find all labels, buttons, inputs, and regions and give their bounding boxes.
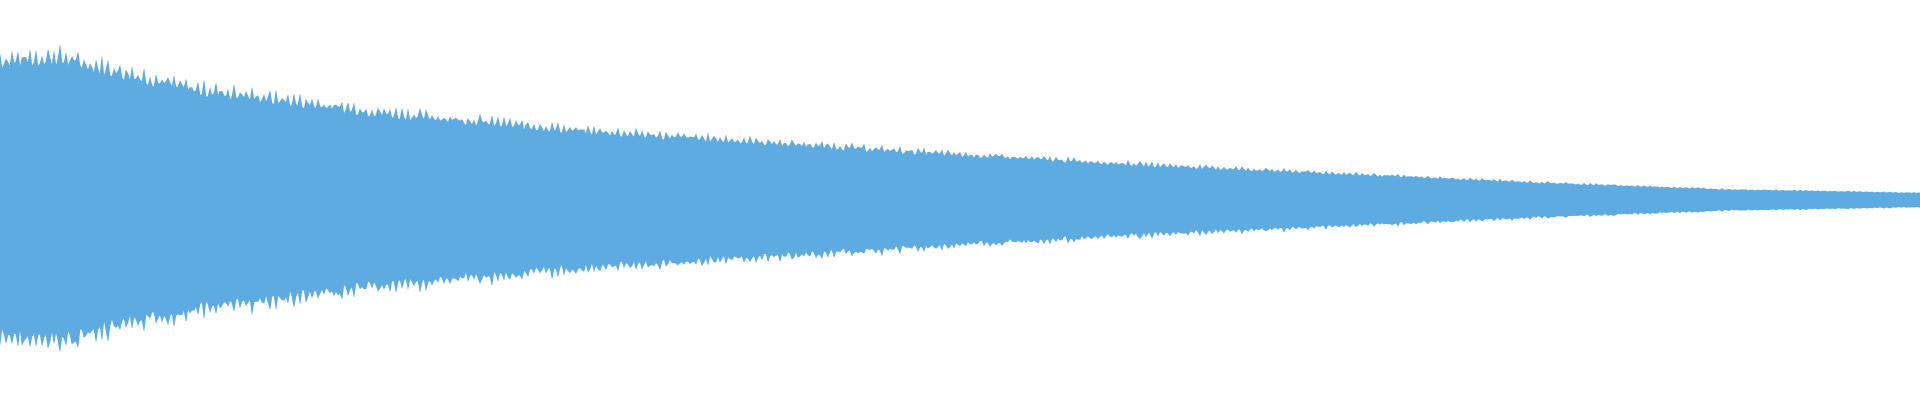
waveform-series bbox=[0, 45, 1920, 352]
waveform-area bbox=[0, 45, 1920, 352]
